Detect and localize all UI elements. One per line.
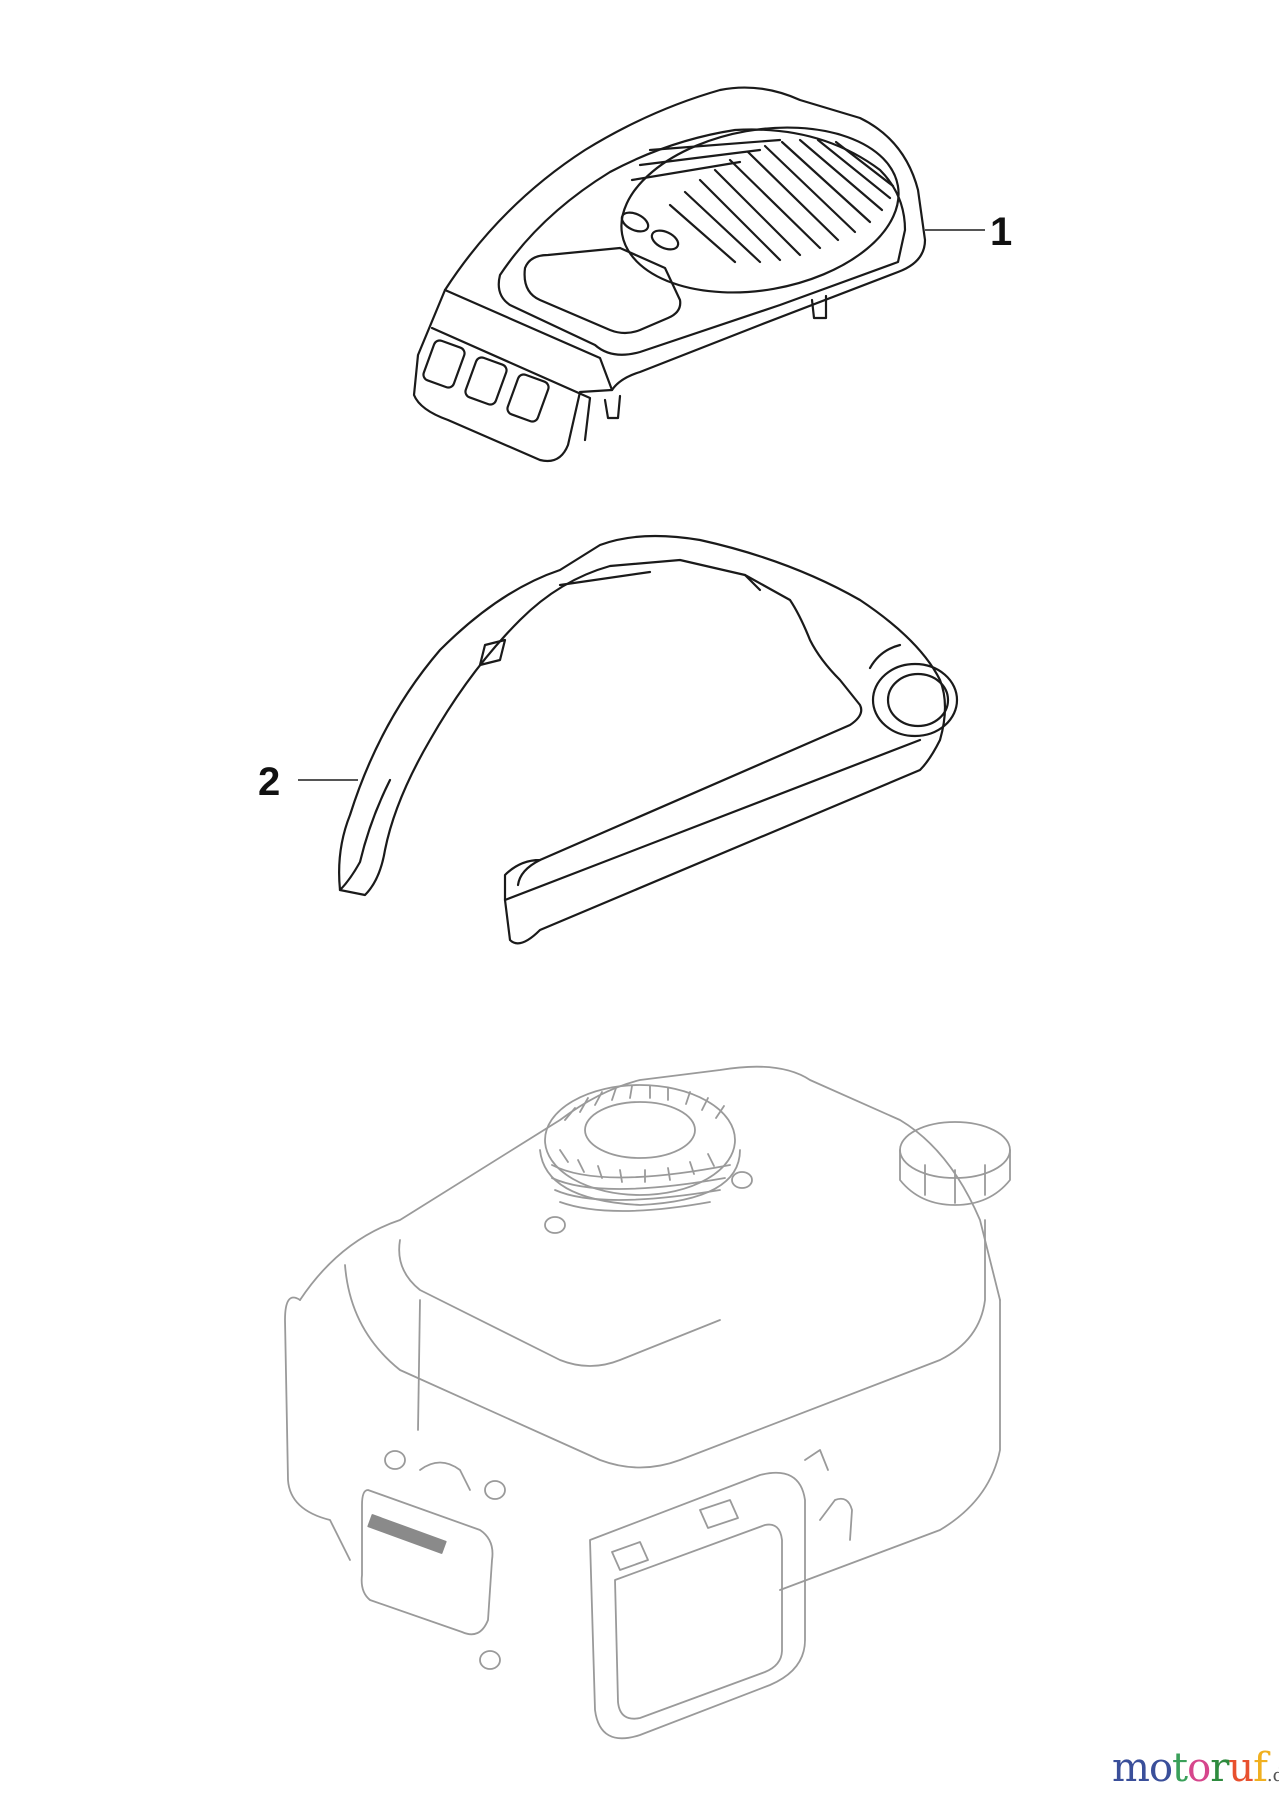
- logo-letter-r: r: [1210, 1745, 1229, 1791]
- callout-2: 2: [258, 760, 281, 804]
- logo-letter-u: u: [1228, 1745, 1254, 1791]
- logo-letter-f: f: [1253, 1745, 1268, 1791]
- part-2-cover-frame[interactable]: [338, 534, 959, 945]
- logo-letter-o: o: [1148, 1745, 1173, 1791]
- logo-letter-m: m: [1112, 1745, 1150, 1791]
- part-1-top-cover[interactable]: [412, 86, 927, 463]
- callout-1: 1: [990, 210, 1013, 254]
- logo-letter-t: t: [1172, 1745, 1188, 1791]
- logo-tld: .de: [1266, 1765, 1279, 1786]
- logo-letter-o2: o: [1187, 1745, 1211, 1791]
- motoruf-logo: motoruf.de: [1112, 1748, 1279, 1788]
- engine-reference: [284, 1065, 1011, 1740]
